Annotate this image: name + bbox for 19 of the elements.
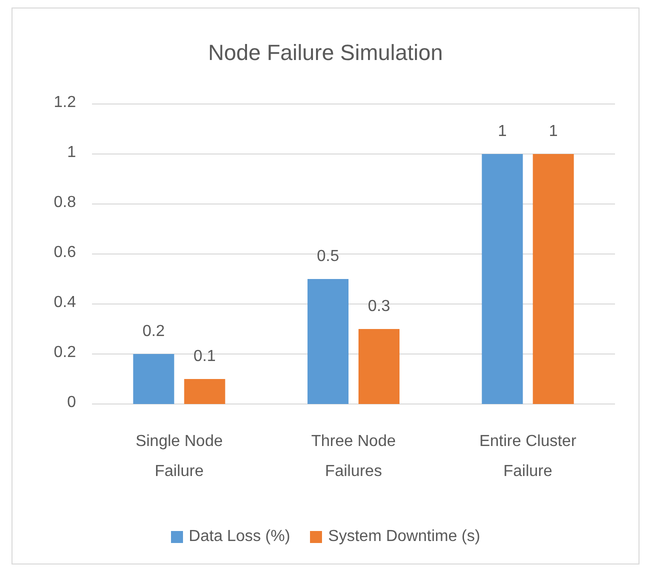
category-label: Three Node Failures	[310, 432, 397, 482]
data-label: 0.2	[142, 323, 166, 341]
y-tick-label: 1.2	[54, 94, 76, 112]
y-tick-label: 0.2	[54, 344, 76, 362]
y-tick-label: 0.6	[54, 244, 76, 262]
data-label: 0.3	[366, 298, 392, 316]
data-label: 1	[548, 123, 559, 141]
legend-label: System Downtime (s)	[328, 528, 480, 546]
y-tick-label: 1	[67, 144, 76, 162]
data-label: 0.5	[316, 248, 340, 266]
legend-label: Data Loss (%)	[188, 528, 290, 546]
y-tick-label: 0	[67, 394, 76, 412]
chart-title: Node Failure Simulation	[207, 40, 444, 66]
y-tick-label: 0.8	[54, 194, 76, 212]
category-label: Single Node Failure	[134, 432, 224, 482]
category-label: Entire Cluster Failure	[478, 432, 578, 482]
data-label: 0.1	[192, 348, 217, 366]
y-tick-label: 0.4	[54, 294, 76, 312]
data-label: 1	[496, 123, 508, 141]
